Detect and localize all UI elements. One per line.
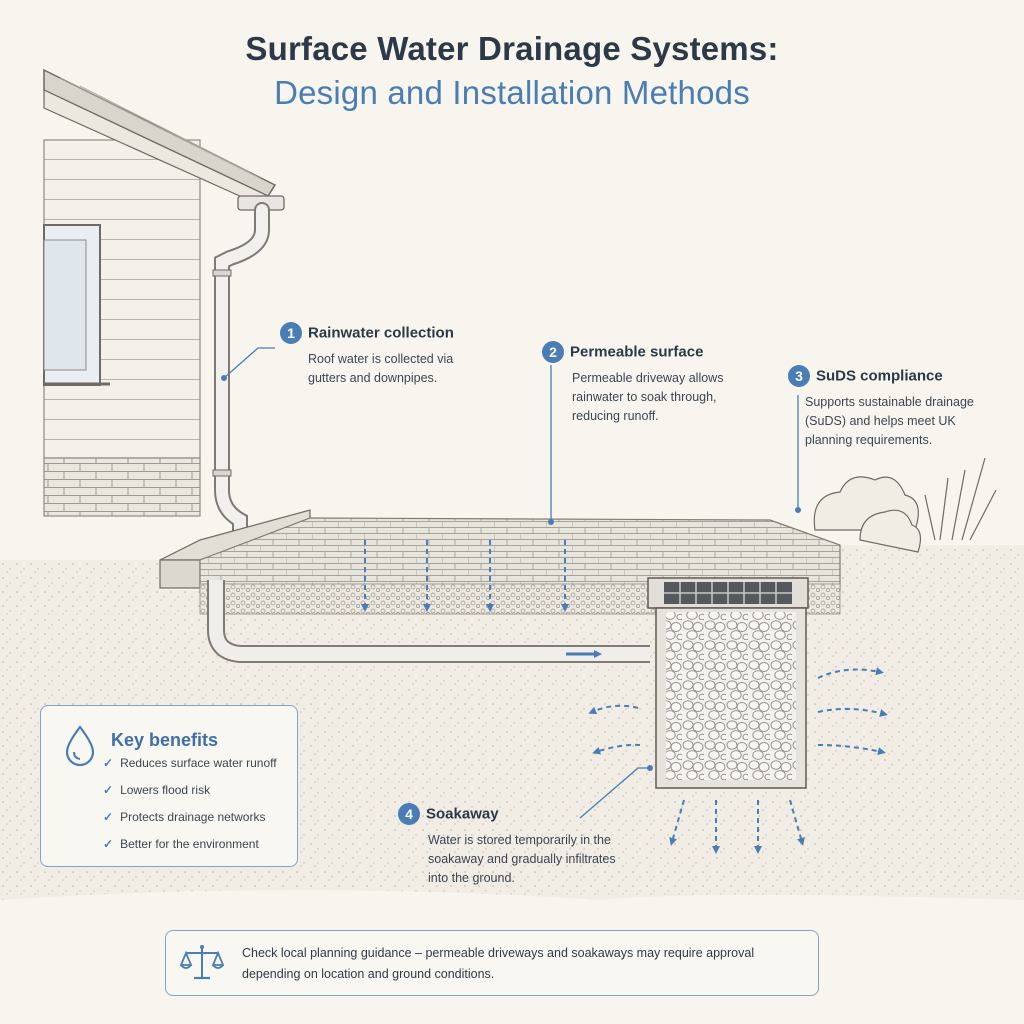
callout-heading: SuDS compliance (816, 368, 943, 385)
key-benefits-panel: Key benefits ✓Reduces surface water runo… (40, 705, 298, 867)
callout-heading: Soakaway (426, 806, 499, 823)
callout-number: 2 (542, 341, 564, 363)
callout-heading: Rainwater collection (308, 325, 454, 342)
callout-soakaway: 4 Soakaway Water is stored temporarily in… (398, 803, 618, 888)
benefits-list: ✓Reduces surface water runoff ✓Lowers fl… (103, 756, 277, 864)
callout-number: 3 (788, 365, 810, 387)
benefits-title: Key benefits (111, 730, 218, 751)
water-drop-icon (59, 724, 101, 768)
scales-icon (180, 943, 224, 983)
check-icon: ✓ (103, 783, 113, 797)
list-item: ✓Better for the environment (103, 837, 277, 864)
callout-text: Permeable driveway allows rainwater to s… (572, 369, 737, 426)
callout-permeable-surface: 2 Permeable surface Permeable driveway al… (542, 341, 762, 426)
note-text: Check local planning guidance – permeabl… (242, 943, 810, 985)
callout-text: Roof water is collected via gutters and … (308, 350, 458, 388)
check-icon: ✓ (103, 810, 113, 824)
check-icon: ✓ (103, 756, 113, 770)
callout-text: Supports sustainable drainage (SuDS) and… (805, 393, 985, 450)
check-icon: ✓ (103, 837, 113, 851)
callout-number: 1 (280, 322, 302, 344)
planning-note: Check local planning guidance – permeabl… (165, 930, 819, 996)
list-item: ✓Lowers flood risk (103, 783, 277, 810)
callout-suds-compliance: 3 SuDS compliance Supports sustainable dr… (788, 365, 1013, 450)
list-item: ✓Reduces surface water runoff (103, 756, 277, 783)
callout-text: Water is stored temporarily in the soaka… (428, 831, 618, 888)
callout-heading: Permeable surface (570, 344, 703, 361)
callout-number: 4 (398, 803, 420, 825)
list-item: ✓Protects drainage networks (103, 810, 277, 837)
callout-rainwater-collection: 1 Rainwater collection Roof water is coll… (280, 322, 480, 388)
